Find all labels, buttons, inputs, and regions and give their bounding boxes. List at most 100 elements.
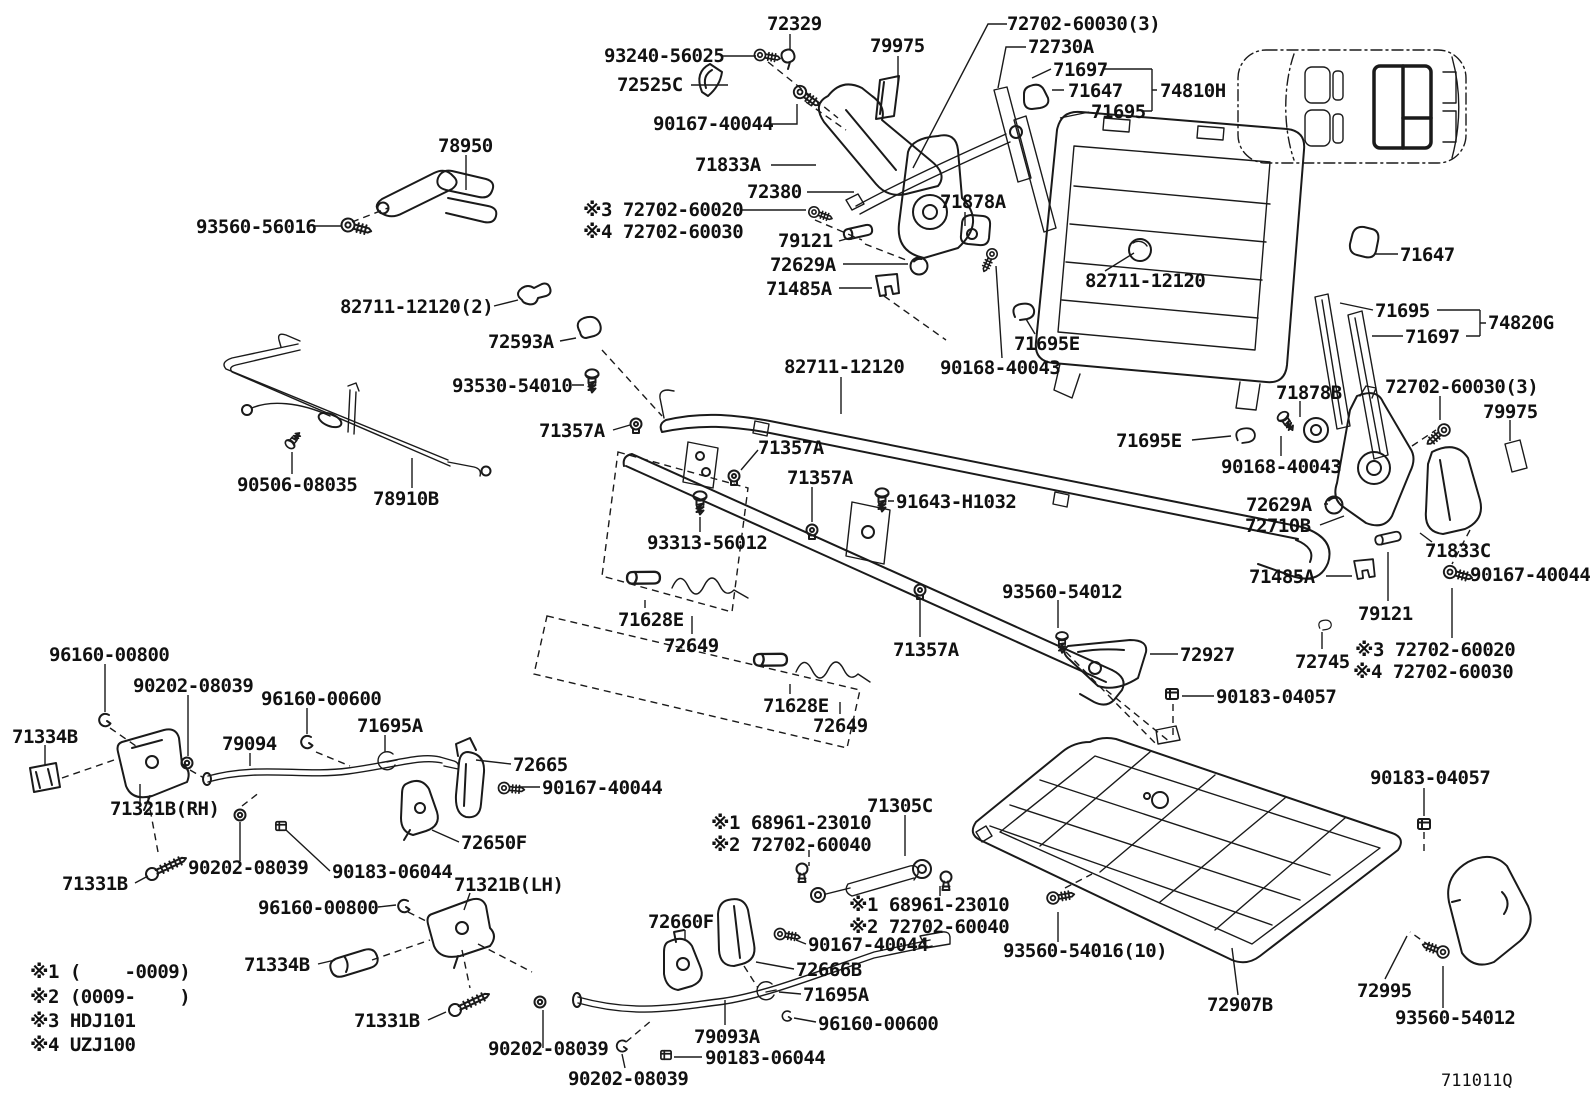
part-label-71357a-2: 71357A [787,467,854,489]
strap-78950-drawing [339,169,498,239]
part-label-72629a-2: 72629A [1246,494,1313,516]
part-label-71305c: 71305C [867,795,933,817]
part-label-72660f: 72660F [648,911,714,933]
part-label-71695e-1: 71695E [1014,333,1080,355]
part-label-93560-54016-10: 93560-54016(10) [1003,940,1167,962]
part-label-note3-72702-60020-2: ※3 72702-60020 [1355,639,1515,661]
part-label-note1-68961-23010-1: ※1 68961-23010 [711,812,871,834]
part-label-96160-00800-1: 96160-00800 [49,644,169,666]
part-label-71485a-1: 71485A [766,278,833,300]
part-label-96160-00600-2: 96160-00600 [818,1013,938,1035]
part-label-note4-72702-60030-1: ※4 72702-60030 [583,221,743,243]
line-art [29,47,1532,1061]
bracket-72927-drawing [1055,631,1179,700]
part-label-72745: 72745 [1295,651,1350,673]
part-label-71357a-0: 71357A [539,420,606,442]
part-label-71695a-1: 71695A [357,715,424,737]
part-label-90202-08039-3: 90202-08039 [488,1038,608,1060]
part-label-71628e-1: 71628E [618,609,684,631]
part-label-71833a: 71833A [695,154,762,176]
part-label-90168-40043-2: 90168-40043 [1221,456,1341,478]
part-label-legend-1: ※1 ( -0009) [30,961,190,983]
part-label-72927: 72927 [1180,644,1235,666]
part-label-93560-56016: 93560-56016 [196,216,316,238]
part-label-71321b-lh: 71321B(LH) [454,874,563,896]
part-label-82711-12120-1: 82711-12120 [784,356,904,378]
part-label-79094: 79094 [222,733,277,755]
part-label-93240-56025: 93240-56025 [604,45,724,67]
part-label-72702-60030-3-2: 72702-60030(3) [1385,376,1538,398]
part-label-72665: 72665 [513,754,568,776]
part-label-legend-3: ※3 HDJ101 [30,1010,136,1032]
part-label-drawing-code: 711011Q [1441,1071,1513,1091]
part-label-79121-2: 79121 [1358,603,1413,625]
part-label-74820g: 74820G [1488,312,1554,334]
part-label-72710b: 72710B [1245,515,1311,537]
part-label-90183-04057-1: 90183-04057 [1216,686,1336,708]
part-label-71485a-2: 71485A [1249,566,1316,588]
part-label-90167-40044-3: 90167-40044 [808,934,928,956]
right-side-parts [1235,225,1528,631]
part-label-90202-08039-2: 90202-08039 [188,857,308,879]
part-label-93560-54012-1: 93560-54012 [1002,581,1122,603]
part-label-78910b: 78910B [373,488,439,510]
part-label-note2-72702-60040-1: ※2 72702-60040 [711,834,871,856]
part-label-90167-40044-4: 90167-40044 [1470,564,1590,586]
part-label-72380: 72380 [747,181,802,203]
part-label-71695a-2: 71695A [803,984,870,1006]
part-label-71357a-3: 71357A [893,639,960,661]
part-label-90183-06044-2: 90183-06044 [705,1047,825,1069]
part-label-71878b: 71878B [1276,382,1342,404]
part-label-90202-08039-4: 90202-08039 [568,1068,688,1090]
part-label-90167-40044-1: 90167-40044 [653,113,773,135]
part-label-71357a-1: 71357A [758,437,825,459]
upper-left-recliner-parts [698,47,1057,321]
part-label-71697-2: 71697 [1405,326,1460,348]
highlighted-rear-seat [1372,64,1433,150]
part-label-71334b-1: 71334B [12,726,78,748]
part-label-72995: 72995 [1357,980,1412,1002]
part-label-71331b-2: 71331B [354,1010,420,1032]
leader-lines [44,23,1511,1069]
part-label-72702-60030-3-1: 72702-60030(3) [1007,13,1160,35]
part-label-72666b: 72666B [796,959,862,981]
part-label-90202-08039-1: 90202-08039 [133,675,253,697]
part-label-note2-72702-60040-2: ※2 72702-60040 [849,916,1009,938]
part-label-71833c: 71833C [1425,540,1491,562]
part-label-79975-1: 79975 [870,35,925,57]
gas-stay-71305c-drawing [795,859,953,903]
seat-cushion-frame-drawing [517,282,1331,706]
part-label-note4-72702-60030-2: ※4 72702-60030 [1353,661,1513,683]
lower-left-lock-parts [29,712,951,1061]
part-label-93313-56012: 93313-56012 [647,532,767,554]
part-label-90183-04057-2: 90183-04057 [1370,767,1490,789]
part-label-79975-2: 79975 [1483,401,1538,423]
part-label-71647-2: 71647 [1400,244,1455,266]
part-label-note3-72702-60020-1: ※3 72702-60020 [583,199,743,221]
part-label-82711-12120-x2: 82711-12120(2) [340,296,493,318]
part-label-90167-40044-2: 90167-40044 [542,777,662,799]
part-label-71878a: 71878A [940,191,1007,213]
part-label-legend-4: ※4 UZJ100 [30,1034,136,1056]
part-label-71697-1: 71697 [1053,59,1108,81]
part-label-72629a-1: 72629A [770,254,837,276]
part-label-71695-2: 71695 [1375,300,1430,322]
part-label-90183-06044-1: 90183-06044 [332,861,452,883]
part-label-79121-1: 79121 [778,230,833,252]
part-label-72650f: 72650F [461,832,527,854]
part-label-71647-1: 71647 [1068,80,1123,102]
part-label-71628e-2: 71628E [763,695,829,717]
car-location-inset [1237,49,1467,164]
part-label-93560-54012-2: 93560-54012 [1395,1007,1515,1029]
part-label-91643-h1032: 91643-H1032 [896,491,1016,513]
part-label-71334b-2: 71334B [244,954,310,976]
part-label-legend-2: ※2 (0009- ) [30,986,190,1008]
part-label-72329: 72329 [767,13,822,35]
part-label-72649-2: 72649 [813,715,868,737]
part-label-74810h: 74810H [1160,80,1226,102]
part-label-79093a: 79093A [694,1026,761,1048]
part-labels: 7232993240-5602572525C90167-4004471833A7… [12,13,1591,1091]
part-label-72730a: 72730A [1028,36,1095,58]
